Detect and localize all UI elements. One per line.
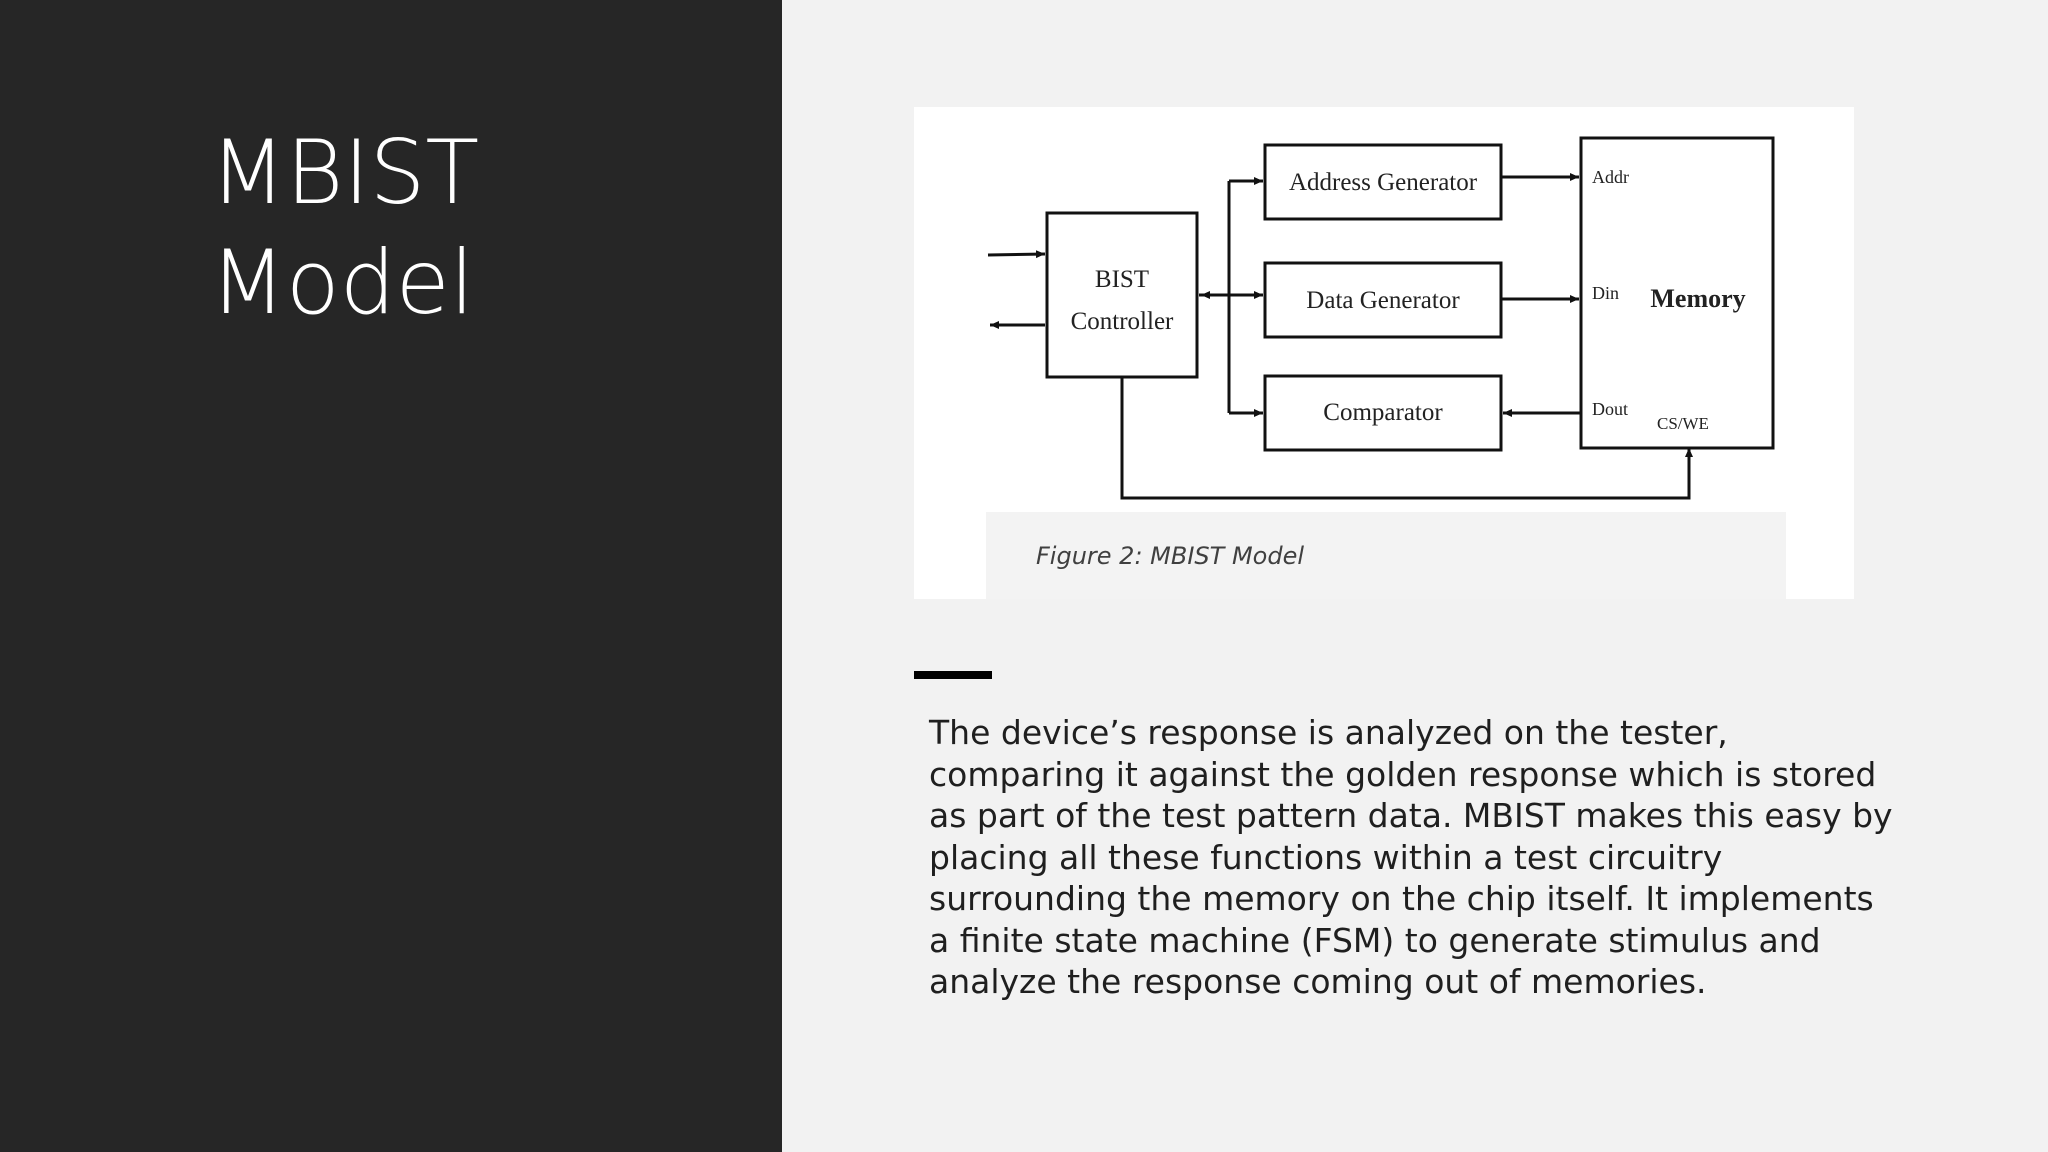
controller-input-arrow [987, 250, 1046, 259]
body-line: comparing it against the golden response… [929, 754, 1877, 794]
comparator-box [1263, 374, 1503, 452]
figure-caption-bar: Figure 2: MBIST Model [986, 512, 1786, 599]
mbist-figure: BIST Controller Address Generator Data G… [914, 107, 1854, 599]
mbist-block-diagram: BIST Controller Address Generator Data G… [987, 136, 1775, 500]
bist-controller-box [1045, 211, 1199, 379]
figure-caption: Figure 2: MBIST Model [1036, 542, 1304, 570]
body-line: surrounding the memory on the chip itsel… [929, 879, 1874, 918]
body-line: analyze the response coming out of memor… [929, 962, 1707, 1001]
port-addr-label: Addr [1592, 167, 1629, 187]
slide-title: MBIST Model [210, 118, 479, 338]
body-paragraph: The device’s response is analyzed on the… [929, 712, 1893, 1003]
address-generator-box [1263, 143, 1503, 221]
accent-rule [914, 671, 992, 679]
title-panel: MBIST Model [0, 0, 782, 1152]
slide-title-line-2: Model [210, 231, 475, 334]
port-dout-label: Dout [1592, 399, 1628, 419]
controller-label: Controller [1071, 308, 1174, 335]
cswe-feedback-line [1120, 377, 1693, 500]
port-cswe-label: CS/WE [1657, 414, 1709, 433]
body-line: The device’s response is analyzed on the… [929, 713, 1728, 752]
port-din-label: Din [1592, 283, 1619, 303]
body-line: a finite state machine (FSM) to generate… [929, 920, 1821, 960]
data-generator-label: Data Generator [1306, 287, 1460, 314]
address-generator-label: Address Generator [1289, 169, 1478, 196]
slide-title-line-1: MBIST [210, 121, 480, 224]
bist-label: BIST [1095, 266, 1149, 293]
body-line: as part of the test pattern data. MBIST … [929, 796, 1893, 835]
body-line: placing all these functions within a tes… [929, 837, 1723, 877]
memory-box [1579, 136, 1775, 450]
comparator-label: Comparator [1323, 399, 1443, 426]
memory-label: Memory [1650, 284, 1745, 313]
